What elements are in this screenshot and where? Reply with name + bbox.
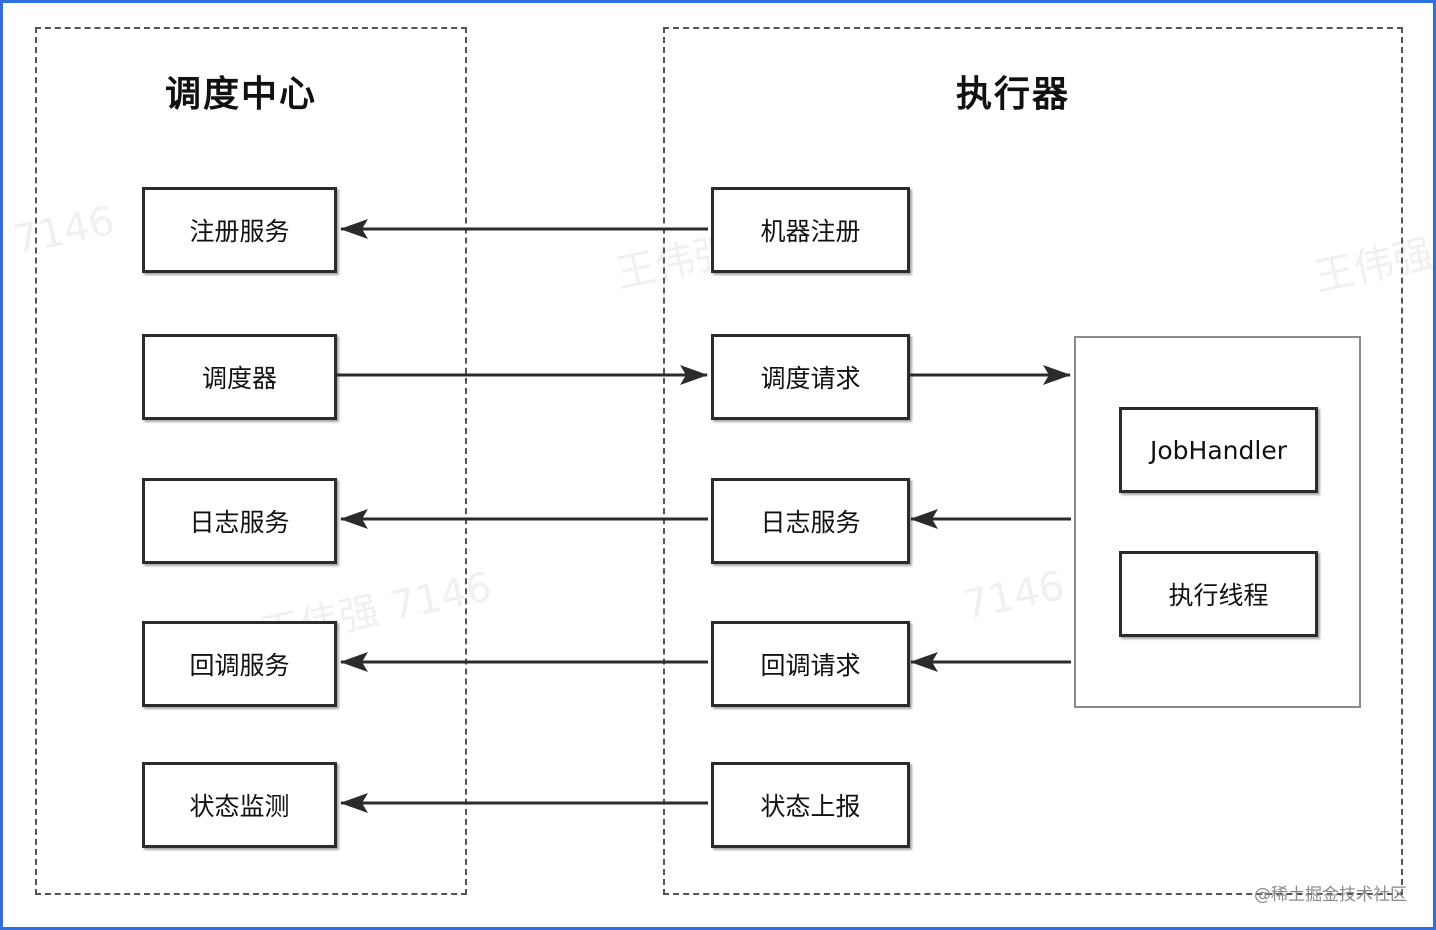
log-service-node: 日志服务: [142, 478, 337, 564]
footer-watermark: @稀土掘金技术社区: [1254, 885, 1407, 905]
scheduler-center-title: 调度中心: [164, 74, 317, 115]
callback-request-node: 回调请求: [711, 621, 910, 707]
arrows-layer: [337, 219, 1071, 813]
executor-group: [663, 27, 1403, 895]
job-handler-node: JobHandler: [1119, 407, 1318, 493]
callback-service-node: 回调服务: [142, 621, 337, 707]
scheduler-center-group: [35, 27, 467, 895]
status-monitor-node: 状态监测: [142, 762, 337, 848]
register-service-node: 注册服务: [142, 187, 337, 273]
status-report-node: 状态上报: [711, 762, 910, 848]
machine-register-node: 机器注册: [711, 187, 910, 273]
executor-title: 执行器: [955, 74, 1070, 115]
scheduler-node: 调度器: [142, 334, 337, 420]
schedule-request-node: 调度请求: [711, 334, 910, 420]
job-executor-box: [1074, 336, 1361, 708]
executor-log-service-node: 日志服务: [711, 478, 910, 564]
execution-thread-node: 执行线程: [1119, 551, 1318, 637]
